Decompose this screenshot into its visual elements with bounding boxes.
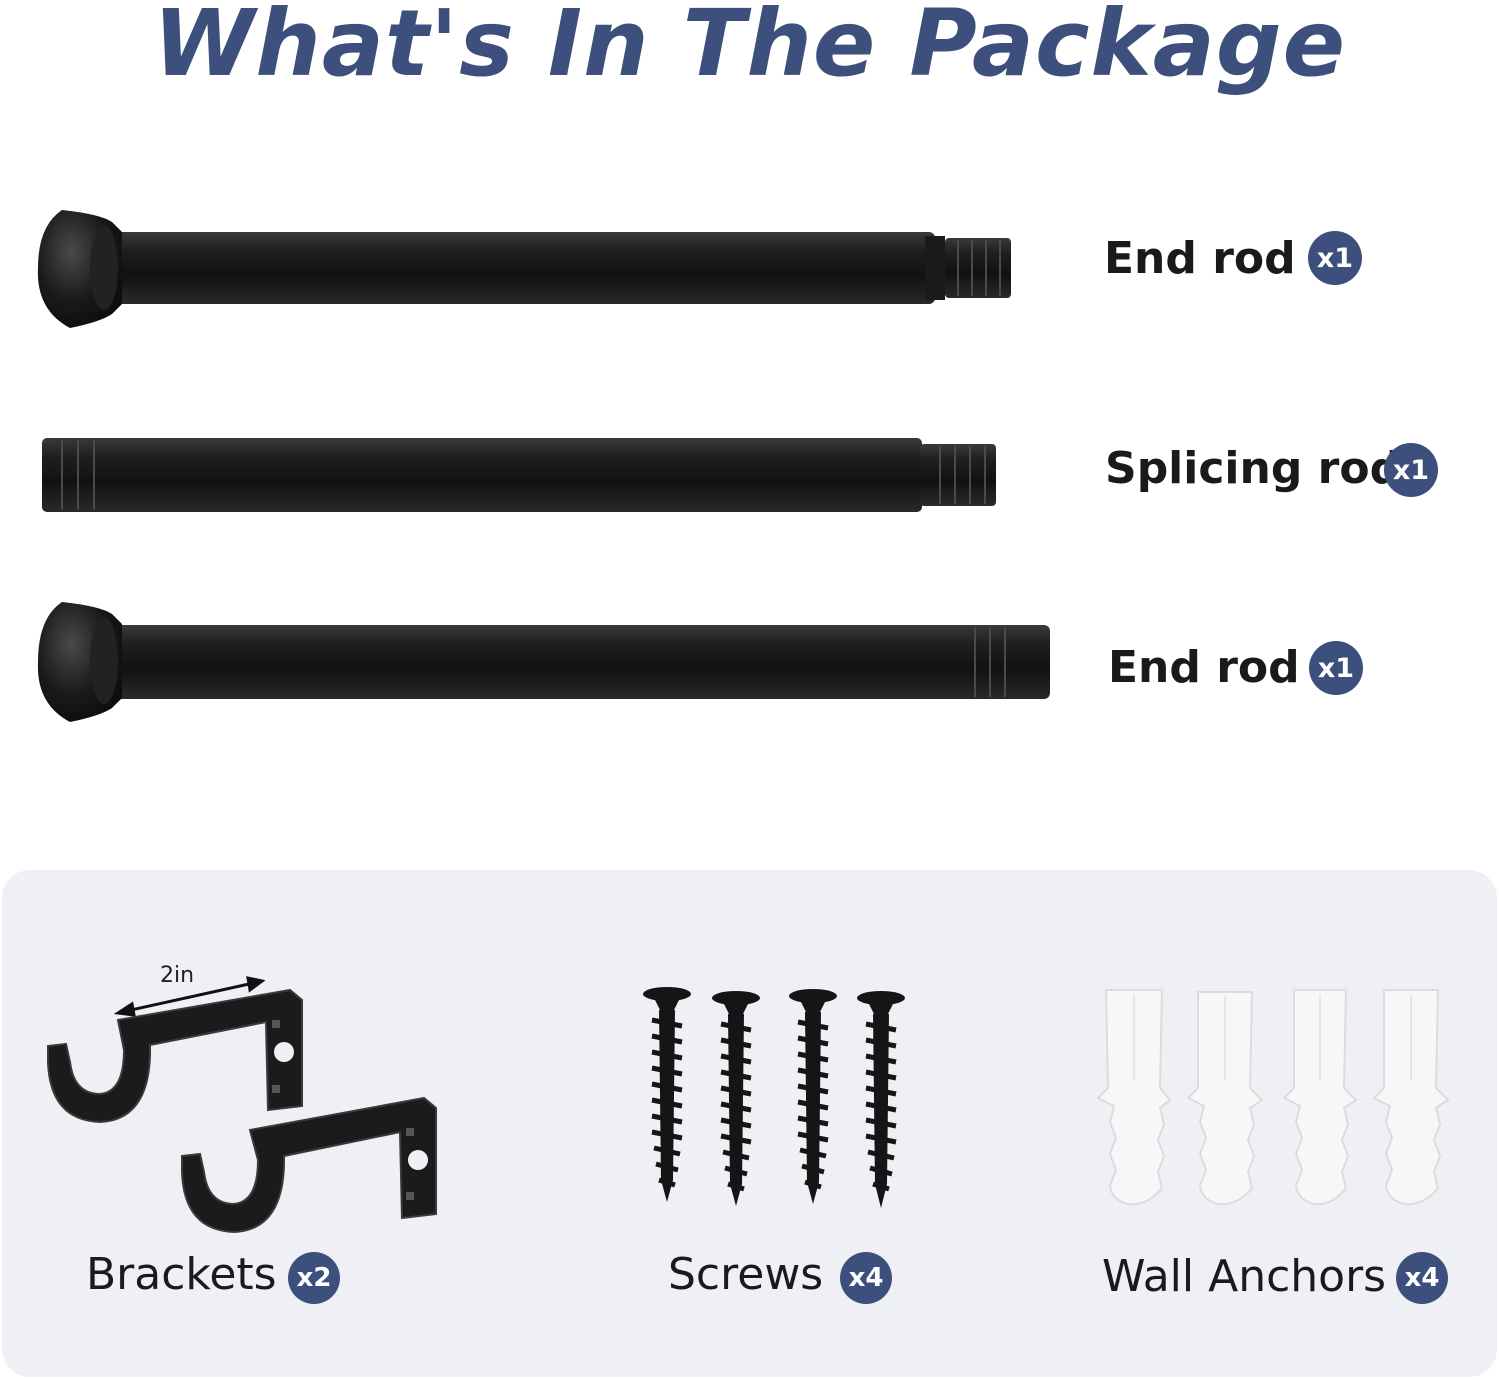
rod-quantity-badge-1: x1 xyxy=(1308,231,1362,285)
bracket-2 xyxy=(181,1096,437,1234)
bracket-dimension-label: 2in xyxy=(160,963,195,988)
wall-anchor-2 xyxy=(1186,991,1264,1206)
wall-anchor-4 xyxy=(1372,989,1450,1206)
rod-label-end-2: End rod xyxy=(1108,642,1300,693)
wall-anchors-label: Wall Anchors xyxy=(1102,1251,1387,1302)
rod-label-end-1: End rod xyxy=(1104,233,1296,284)
end-rod-bottom xyxy=(37,602,1050,722)
page-title: What's In The Package xyxy=(152,0,1347,97)
screw-2 xyxy=(712,991,760,1206)
screws-illustration xyxy=(643,987,905,1208)
end-rod-top xyxy=(37,210,1011,328)
screw-1 xyxy=(643,987,691,1202)
screw-3 xyxy=(789,989,837,1204)
screw-4 xyxy=(857,991,905,1208)
dimension-arrow xyxy=(113,976,266,1017)
splicing-rod xyxy=(42,438,996,512)
wall-anchor-1 xyxy=(1096,989,1172,1206)
rod-quantity-badge-3: x1 xyxy=(1309,641,1363,695)
screws-label: Screws xyxy=(668,1249,824,1300)
wall-anchors-quantity-badge: x4 xyxy=(1396,1252,1448,1304)
screws-quantity-badge: x4 xyxy=(840,1252,892,1304)
brackets-quantity-badge: x2 xyxy=(288,1252,340,1304)
rod-label-splicing: Splicing rod xyxy=(1105,443,1402,494)
rods-illustration xyxy=(37,210,1050,722)
wall-anchor-3 xyxy=(1282,989,1358,1206)
wall-anchors-illustration xyxy=(1096,989,1450,1206)
rod-quantity-badge-2: x1 xyxy=(1384,443,1438,497)
brackets-label: Brackets xyxy=(86,1249,277,1300)
bracket-1 xyxy=(47,988,303,1124)
